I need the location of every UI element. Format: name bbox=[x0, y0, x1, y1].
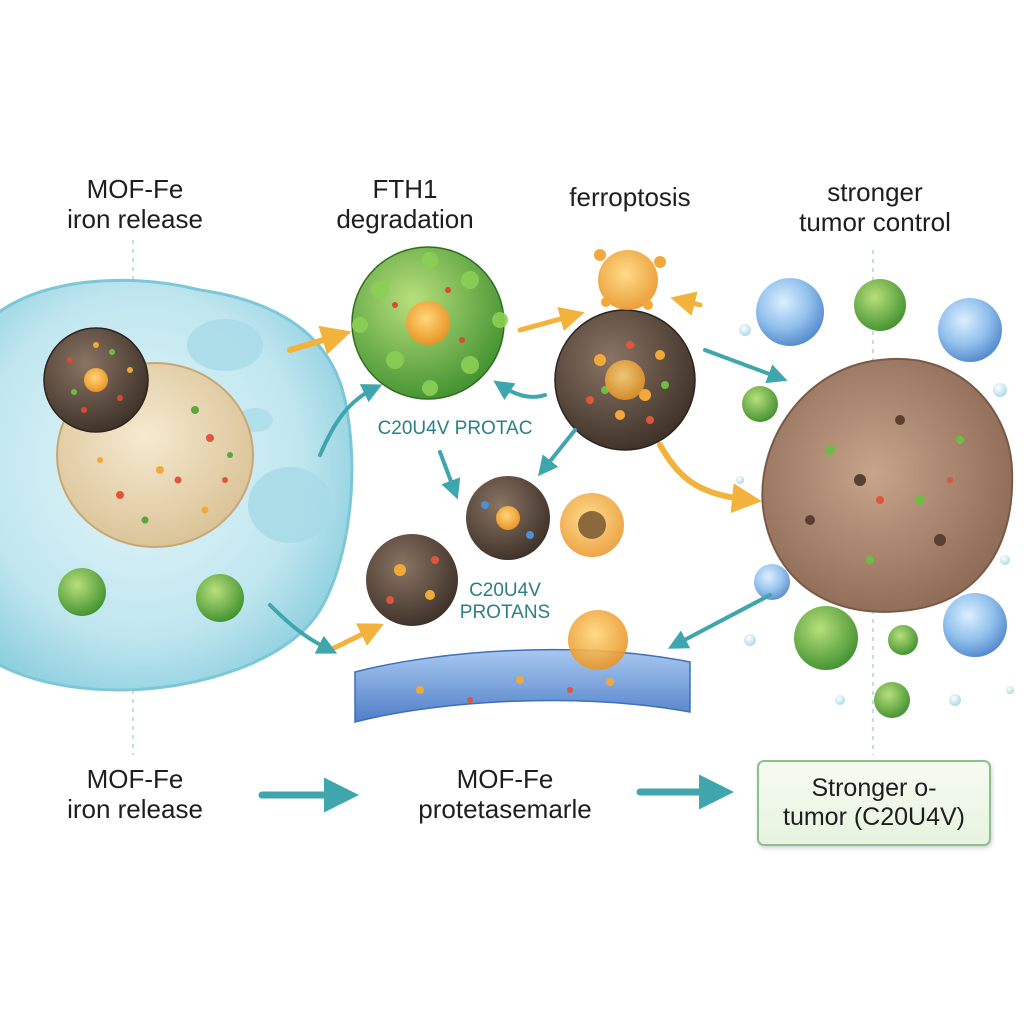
flow-arrows bbox=[258, 291, 788, 813]
protac-top-label: C20U4V PROTAC bbox=[377, 418, 533, 439]
tumor-mass-icon bbox=[761, 357, 1014, 613]
ferroptotic-cell-icon bbox=[554, 309, 696, 451]
stage3-title: ferroptosis bbox=[569, 182, 691, 212]
ferritin-cluster-icon bbox=[351, 246, 508, 400]
protac-particle bbox=[466, 476, 550, 560]
immune-sphere bbox=[754, 278, 1007, 657]
iron-cluster-icon bbox=[594, 249, 666, 310]
protac-particle bbox=[560, 493, 624, 557]
proteasome-icon bbox=[354, 610, 691, 723]
host-cell bbox=[0, 278, 354, 692]
green-sphere bbox=[742, 279, 918, 718]
outcome-box-text: Stronger o-tumor (C20U4V) bbox=[783, 774, 965, 831]
vesicle-green bbox=[58, 568, 106, 616]
protac-particle bbox=[366, 534, 458, 626]
vesicle-green bbox=[196, 574, 244, 622]
bubbles bbox=[736, 324, 1014, 706]
outcome-box: Stronger o-tumor (C20U4V) bbox=[757, 760, 991, 846]
